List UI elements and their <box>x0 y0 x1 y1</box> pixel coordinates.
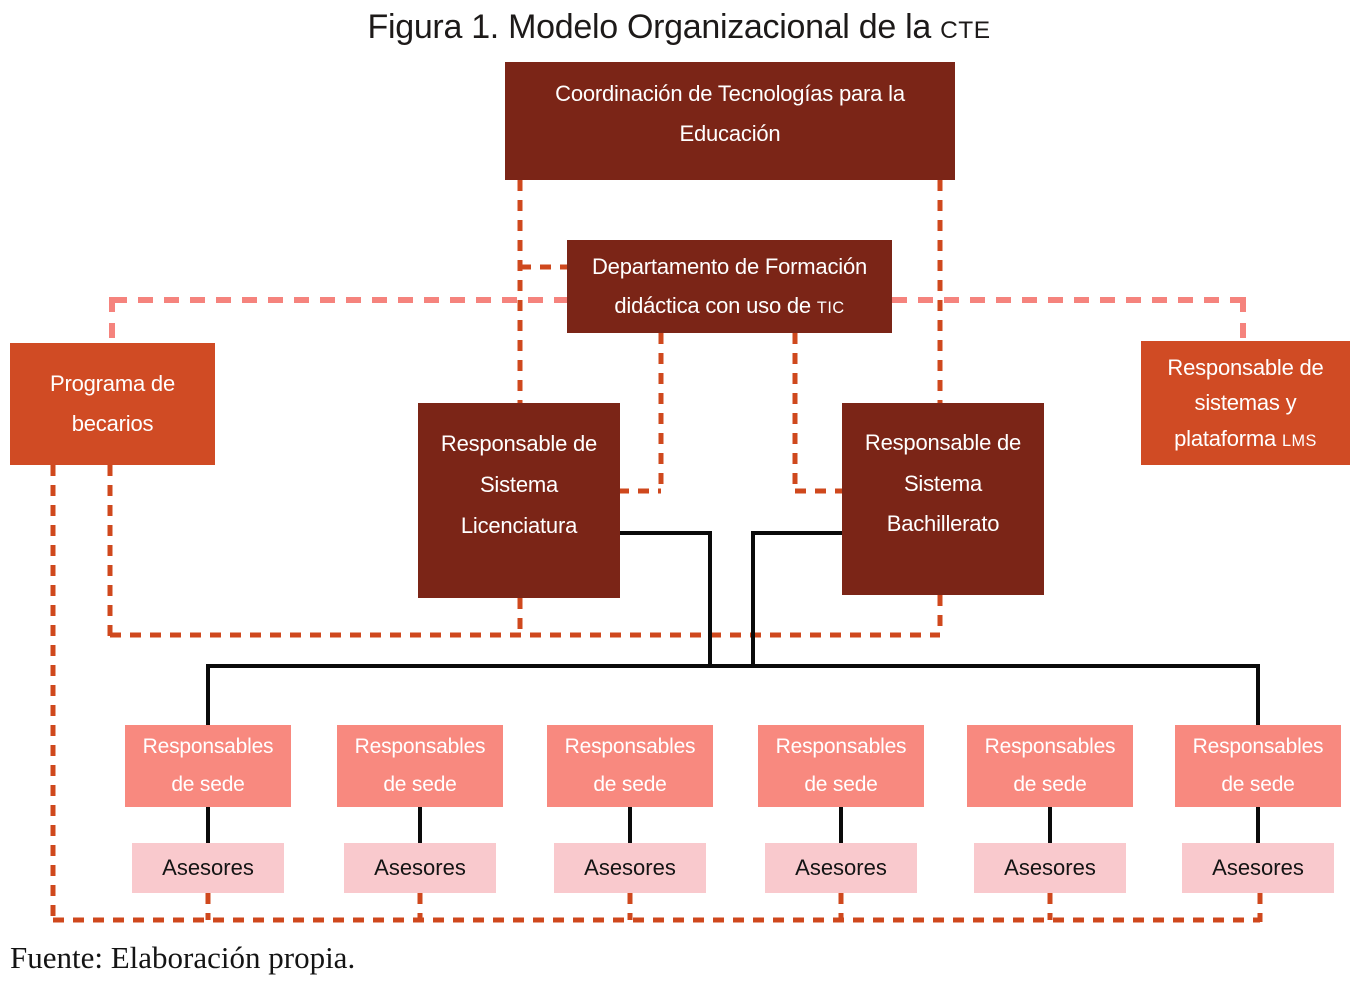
node-asesores-3: Asesores <box>554 843 706 893</box>
branch-column-3: Responsables de sede Asesores <box>547 725 713 893</box>
node-sistemas-label: Responsable de sistemas y plataforma LMS <box>1155 350 1336 456</box>
asesores-label: Asesores <box>584 855 676 880</box>
node-responsables-sede-3: Responsables de sede <box>547 725 713 807</box>
node-responsables-sede-2: Responsables de sede <box>337 725 503 807</box>
node-responsables-sede-5: Responsables de sede <box>967 725 1133 807</box>
figure-title: Figura 1. Modelo Organizacional de la CT… <box>0 8 1358 47</box>
branch-column-2: Responsables de sede Asesores <box>337 725 503 893</box>
node-responsables-sede-4: Responsables de sede <box>758 725 924 807</box>
branch-column-6: Responsables de sede Asesores <box>1175 725 1341 893</box>
asesores-label: Asesores <box>795 855 887 880</box>
asesores-label: Asesores <box>162 855 254 880</box>
node-bachillerato-label: Responsable de Sistema Bachillerato <box>864 429 1022 537</box>
sede-label: Responsables de sede <box>1192 735 1324 796</box>
node-responsables-sede-1: Responsables de sede <box>125 725 291 807</box>
node-asesores-5: Asesores <box>974 843 1126 893</box>
node-licenciatura-label: Responsable de Sistema Licenciatura <box>440 431 598 538</box>
sede-label: Responsables de sede <box>984 735 1116 796</box>
sede-label: Responsables de sede <box>354 735 486 796</box>
node-sistema-licenciatura: Responsable de Sistema Licenciatura <box>418 403 620 598</box>
branch-column-4: Responsables de sede Asesores <box>758 725 924 893</box>
source-note: Fuente: Elaboración propia. <box>10 940 356 975</box>
figure-title-acronym: CTE <box>940 17 991 44</box>
sede-label: Responsables de sede <box>564 735 696 796</box>
node-asesores-6: Asesores <box>1182 843 1334 893</box>
branch-column-5: Responsables de sede Asesores <box>967 725 1133 893</box>
node-sistema-bachillerato: Responsable de Sistema Bachillerato <box>842 403 1044 595</box>
figure-title-text: Figura 1. Modelo Organizacional de la <box>367 8 941 46</box>
node-departamento-label: Departamento de Formación didáctica con … <box>585 248 874 325</box>
node-sistemas-text: Responsable de sistemas y plataforma <box>1167 355 1324 451</box>
node-sistemas-acronym: LMS <box>1281 431 1317 450</box>
asesores-label: Asesores <box>374 855 466 880</box>
node-departamento-acronym: TIC <box>816 298 845 317</box>
node-coordinacion: Coordinación de Tecnologías para la Educ… <box>505 62 955 180</box>
asesores-label: Asesores <box>1212 855 1304 880</box>
asesores-label: Asesores <box>1004 855 1096 880</box>
node-asesores-4: Asesores <box>765 843 917 893</box>
node-coordinacion-label: Coordinación de Tecnologías para la Educ… <box>555 81 905 146</box>
node-asesores-2: Asesores <box>344 843 496 893</box>
node-asesores-1: Asesores <box>132 843 284 893</box>
node-responsables-sede-6: Responsables de sede <box>1175 725 1341 807</box>
branch-column-1: Responsables de sede Asesores <box>125 725 291 893</box>
node-sistemas-lms: Responsable de sistemas y plataforma LMS <box>1141 341 1350 465</box>
node-programa-label: Programa de becarios <box>50 371 175 436</box>
node-programa-becarios: Programa de becarios <box>10 343 215 465</box>
sede-label: Responsables de sede <box>775 735 907 796</box>
node-departamento: Departamento de Formación didáctica con … <box>567 240 892 333</box>
sede-label: Responsables de sede <box>142 735 274 796</box>
node-departamento-text: Departamento de Formación didáctica con … <box>591 254 868 318</box>
